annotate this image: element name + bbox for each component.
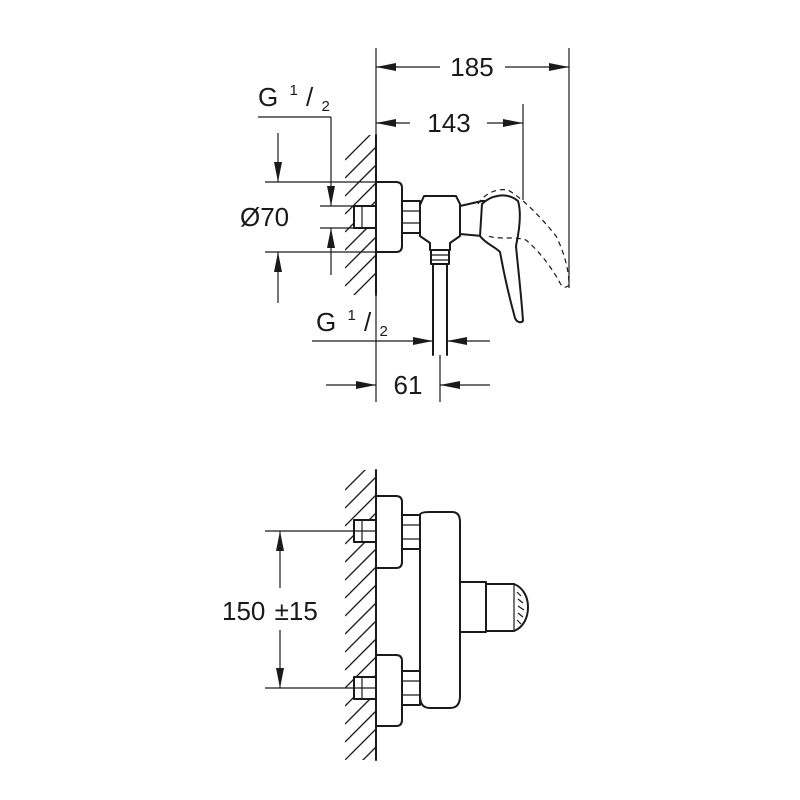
- front-view: 150 ±15: [222, 469, 529, 761]
- dim-flange-diameter: Ø70: [240, 133, 376, 303]
- dim-185-label: 185: [450, 52, 493, 82]
- dim-tolerance-label: ±15: [275, 596, 318, 626]
- svg-text:G 1 /: G 1 / 2: [258, 71, 330, 115]
- upper-inlet: [353, 495, 421, 569]
- lever-raised-position: [477, 189, 570, 288]
- dim-61-label: 61: [394, 370, 423, 400]
- shower-outlet: [430, 249, 450, 356]
- dim-inlet-spacing: 150 ±15: [222, 530, 376, 689]
- dim-70-label: Ø70: [240, 202, 289, 232]
- lower-inlet: [353, 654, 421, 727]
- side-view: 185 143 G 1 / 2: [240, 48, 570, 402]
- thread-letter-bottom: G: [316, 307, 336, 337]
- hex-nut: [401, 200, 421, 234]
- thread-label-bottom: G 1 / 2: [312, 296, 490, 345]
- svg-text:150 ±15: 150 ±15: [222, 596, 318, 626]
- mixer-body: [419, 195, 461, 251]
- thread-letter-top: G: [258, 82, 278, 112]
- dim-143-label: 143: [427, 108, 470, 138]
- inlet-thread-stub: [353, 205, 377, 229]
- lever-handle: [479, 194, 524, 324]
- wall-hatch-bottom: [345, 469, 377, 761]
- svg-text:G 1 /: G 1 / 2: [316, 296, 388, 340]
- thread-label-top: G 1 / 2: [258, 71, 354, 275]
- dim-150-label: 150: [222, 596, 265, 626]
- dim-overall-length: 185: [375, 48, 570, 288]
- wall-flange: [375, 181, 403, 253]
- lever-knob: [485, 583, 529, 632]
- dim-outlet-offset: 61: [326, 295, 490, 402]
- cartridge-collar: [459, 581, 487, 633]
- dim-handle-projection: 143: [376, 104, 524, 200]
- mixer-body-front: [419, 511, 461, 709]
- knob-grip-lines: [516, 591, 525, 625]
